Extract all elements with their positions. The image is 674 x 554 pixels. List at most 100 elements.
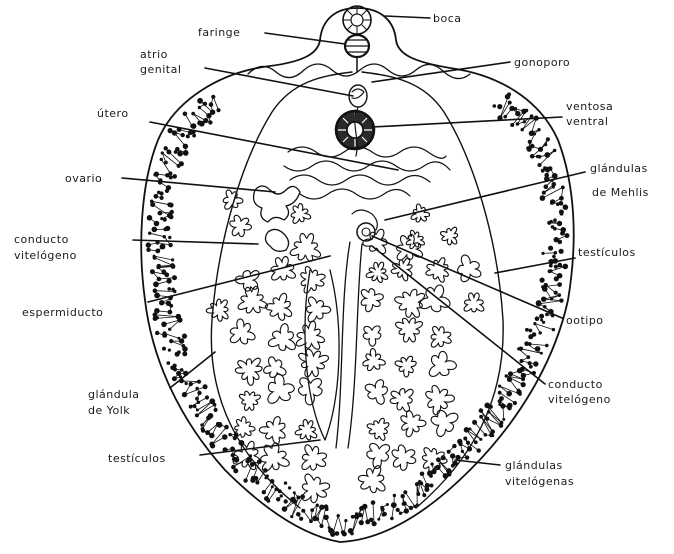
testis-lobule (230, 215, 252, 236)
testis-lobule (239, 391, 260, 410)
vitelline-duct-branch (150, 218, 157, 224)
testis-lobule (464, 293, 484, 312)
leader-faringe (265, 33, 345, 44)
testis-lobule (358, 466, 385, 493)
testis-lobule (429, 351, 456, 376)
testis-lobule (365, 380, 387, 405)
vitelline-duct-branch (185, 114, 192, 126)
label-glandulas-mehlis-line1: glándulas (590, 162, 648, 175)
vitelline-duct-branch (338, 516, 343, 533)
vitelline-duct-branch (268, 489, 276, 501)
vitelline-gland-dot (239, 440, 245, 446)
leader-conducto-vitelogeno-left (133, 240, 258, 244)
vitelline-gland-dot (192, 134, 196, 138)
testis-lobule (302, 474, 329, 503)
vitelline-duct-branch (155, 291, 175, 292)
label-conducto-vitelogeno-left-line1: conducto (14, 233, 69, 246)
vitelline-duct-branch (543, 253, 555, 254)
vitelline-gland-dot (493, 104, 497, 108)
leader-glandulas-vitelogenas (455, 460, 500, 465)
label-glandula-yolk-line2: de Yolk (88, 404, 130, 417)
testis-lobule (441, 227, 458, 245)
vitelline-gland-dot (382, 512, 387, 517)
vitelline-duct-branch (175, 369, 182, 370)
testis-lobule (235, 358, 262, 385)
label-glandulas-vitelogenas-line2: vitelógenas (505, 475, 574, 488)
vitelline-gland-dot (540, 278, 545, 283)
vitelline-duct-branch (160, 182, 169, 187)
testis-lobule (419, 285, 450, 312)
vitelline-duct-branch (213, 97, 218, 110)
vitelline-gland-dot (543, 166, 547, 170)
label-conducto-vitelogeno-left-line2: vitelógeno (14, 249, 77, 262)
vitelline-gland-dot (535, 346, 541, 352)
vitelline-duct-branch (489, 412, 502, 423)
label-faringe: faringe (198, 26, 240, 39)
label-ventosa-ventral-line1: ventosa (566, 100, 613, 113)
vitelline-gland-dot (559, 249, 564, 254)
vitelline-gland-dot (517, 389, 520, 392)
testis-lobule (268, 324, 295, 351)
testis-lobule (390, 389, 413, 412)
label-espermiducto: espermiducto (22, 306, 103, 319)
testis-lobule (206, 299, 228, 321)
testis-lobule (299, 349, 329, 377)
testis-lobule (367, 418, 389, 440)
sperm-ducts (305, 242, 362, 448)
vitelline-gland-dot (553, 218, 557, 222)
label-glandulas-vitelogenas-line1: glándulas (505, 459, 563, 472)
vitelline-gland-dot (174, 150, 178, 154)
vitelline-gland-dot (284, 499, 288, 503)
vitelline-gland-dot (197, 121, 202, 126)
testis-lobule (295, 420, 317, 440)
vitelline-duct-branch (208, 424, 218, 433)
vitelline-gland-dot (175, 352, 180, 357)
testis-lobule (367, 443, 390, 468)
vitelline-gland-dot (559, 210, 564, 215)
leader-boca (385, 16, 430, 18)
vitelline-gland-dot (330, 532, 335, 537)
vitelline-duct-branch (193, 114, 206, 121)
vitelline-duct-branch (467, 430, 476, 443)
label-ventosa-ventral-line2: ventral (566, 115, 608, 128)
vitelline-duct-branch (505, 108, 512, 116)
vitelline-duct-branch (522, 357, 529, 361)
leader-gonoporo (372, 62, 510, 82)
vitelline-duct-branch (249, 460, 250, 461)
vitelline-duct-branch (257, 470, 265, 482)
vitelline-gland-dot (548, 246, 553, 251)
testis-lobule (259, 417, 285, 444)
testis-lobule (264, 357, 286, 378)
testis-lobule (406, 230, 424, 249)
vitelline-gland-dot (210, 443, 215, 448)
vitelline-gland-dot (201, 428, 205, 432)
label-ovario: ovario (65, 172, 102, 185)
vitelline-duct-branch (491, 435, 493, 436)
ovary (254, 186, 300, 251)
vitelline-gland-dot (234, 457, 240, 463)
vitelline-gland-dot (168, 349, 171, 352)
vitelline-duct-branch (303, 511, 311, 521)
vitelline-duct-branch (199, 108, 209, 116)
testis-lobule (301, 266, 325, 293)
testis-lobule (366, 262, 388, 282)
vitelline-gland-dot (182, 346, 188, 352)
vitelline-duct-branch (169, 289, 173, 290)
label-atrio-genital-line2: genital (140, 63, 181, 76)
label-conducto-vitelogeno-right-line2: vitelógeno (548, 393, 611, 406)
label-gonoporo: gonoporo (514, 56, 570, 69)
testis-lobule (290, 234, 321, 262)
testis-lobule (361, 289, 383, 312)
label-glandulas-mehlis-line2: de Mehlis (592, 186, 649, 199)
vitelline-gland-dot (535, 316, 540, 321)
testis-lobule (363, 349, 386, 371)
tegument-fold (248, 64, 470, 79)
vitelline-duct-branch (317, 519, 321, 526)
vitelline-gland-dot (155, 331, 159, 335)
vitelline-gland-dot (278, 489, 282, 493)
vitelline-gland-dot (284, 481, 287, 484)
label-testiculos-bottom: testículos (108, 452, 166, 465)
vitelline-duct-branch (154, 256, 173, 260)
